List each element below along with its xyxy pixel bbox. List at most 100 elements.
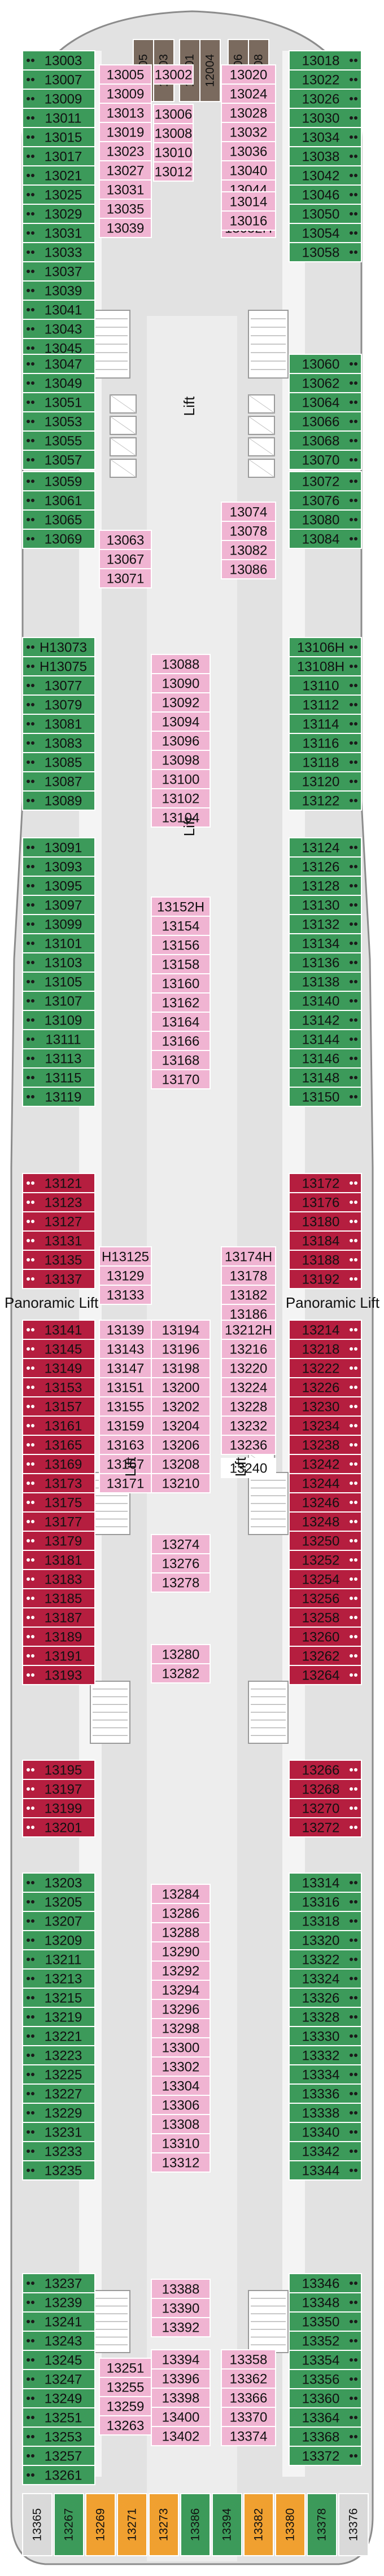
cabin-13165: 13165 — [22, 1435, 95, 1455]
cabin-13334: 13334 — [289, 2064, 362, 2085]
bed-icon — [31, 1018, 34, 1022]
svg-text:13018: 13018 — [302, 54, 340, 69]
svg-text:13271: 13271 — [126, 2508, 139, 2541]
cabin-13215: 13215 — [22, 1988, 95, 2008]
bed-icon — [350, 2092, 353, 2095]
cabin-13199: 13199 — [22, 1798, 95, 1818]
bed-icon — [27, 480, 30, 483]
bed-icon — [27, 1806, 30, 1810]
svg-text:13053: 13053 — [45, 415, 82, 430]
svg-text:13152H: 13152H — [157, 900, 204, 915]
bed-icon — [27, 1977, 30, 1980]
cabin-13087: 13087 — [22, 771, 95, 792]
bed-icon — [27, 1919, 30, 1923]
bed-icon — [354, 458, 357, 461]
cabin-13110: 13110 — [289, 675, 362, 696]
bed-icon — [350, 2320, 353, 2323]
svg-text:13294: 13294 — [162, 1983, 200, 1998]
cabin-13026: 13026 — [289, 89, 362, 109]
bed-icon — [350, 1996, 353, 1999]
bed-icon — [31, 1095, 34, 1098]
bed-icon — [31, 97, 34, 100]
cabin-13108H: 13108H — [289, 656, 362, 676]
svg-text:13011: 13011 — [45, 111, 82, 126]
bed-icon — [350, 78, 353, 81]
svg-text:13094: 13094 — [162, 715, 200, 730]
svg-text:13199: 13199 — [45, 1801, 82, 1817]
bed-icon — [354, 741, 357, 745]
bed-icon — [354, 1328, 357, 1331]
bed-icon — [354, 1787, 357, 1791]
svg-text:13059: 13059 — [45, 474, 82, 490]
bed-icon — [354, 2282, 357, 2285]
svg-text:13040: 13040 — [230, 164, 268, 179]
bed-icon — [27, 865, 30, 868]
bed-icon — [350, 193, 353, 196]
bed-icon — [31, 155, 34, 158]
bed-icon — [350, 1806, 353, 1810]
bed-icon — [354, 999, 357, 1003]
svg-text:13166: 13166 — [162, 1034, 200, 1049]
svg-text:13071: 13071 — [107, 572, 145, 587]
bed-icon — [31, 1462, 34, 1466]
bed-icon — [31, 1220, 34, 1223]
cabin-13362: 13362 — [221, 2368, 276, 2389]
bed-icon — [27, 2130, 30, 2134]
lift-label-amidships-left: Lift — [122, 1457, 139, 1476]
svg-text:13216: 13216 — [230, 1342, 268, 1357]
cabin-13300: 13300 — [151, 2037, 211, 2058]
cabin-13178: 13178 — [221, 1265, 276, 1286]
cabin-13120: 13120 — [289, 771, 362, 792]
svg-text:13200: 13200 — [162, 1381, 200, 1396]
bed-icon — [31, 1597, 34, 1600]
bed-icon — [31, 2320, 34, 2323]
bed-icon — [354, 2301, 357, 2304]
bed-icon — [354, 135, 357, 139]
bed-icon — [350, 645, 353, 649]
cabin-13007: 13007 — [22, 69, 95, 90]
svg-text:13108H: 13108H — [297, 660, 344, 675]
cabin-13188: 13188 — [289, 1250, 362, 1270]
cabin-13221: 13221 — [22, 2026, 95, 2046]
svg-text:13035: 13035 — [107, 202, 145, 217]
column-left_outer-block-3: H13073H130751307713079130811308313085130… — [22, 637, 95, 811]
bed-icon — [354, 78, 357, 81]
cabin-13008: 13008 — [153, 123, 194, 143]
bed-icon — [31, 865, 34, 868]
svg-text:13065: 13065 — [45, 513, 82, 528]
cabin-13166: 13166 — [151, 1031, 211, 1051]
svg-text:13398: 13398 — [162, 2391, 200, 2406]
cabin-13112: 13112 — [289, 694, 362, 715]
svg-text:13103: 13103 — [45, 956, 82, 971]
svg-text:13223: 13223 — [45, 2049, 82, 2064]
cabin-13033: 13033 — [22, 242, 95, 262]
bed-icon — [31, 1424, 34, 1427]
svg-text:13137: 13137 — [45, 1272, 82, 1287]
bed-icon — [27, 799, 30, 802]
bed-icon — [27, 346, 30, 350]
bed-icon — [27, 174, 30, 177]
cabin-13103: 13103 — [22, 952, 95, 973]
cabin-13132: 13132 — [289, 914, 362, 934]
svg-text:13320: 13320 — [302, 1933, 340, 1949]
bed-icon — [31, 381, 34, 385]
svg-text:13176: 13176 — [302, 1195, 340, 1211]
svg-text:13221: 13221 — [45, 2029, 82, 2045]
bed-icon — [31, 346, 34, 350]
bed-icon — [354, 1057, 357, 1060]
bed-icon — [354, 645, 357, 649]
bed-icon — [354, 980, 357, 983]
bed-icon — [31, 1482, 34, 1485]
cabin-13185: 13185 — [22, 1588, 95, 1608]
bed-icon — [31, 1057, 34, 1060]
cabin-13006: 13006 — [153, 104, 194, 124]
svg-text:13025: 13025 — [45, 188, 82, 203]
cabin-13250: 13250 — [289, 1531, 362, 1551]
cabin-13262: 13262 — [289, 1646, 362, 1666]
cabin-13128: 13128 — [289, 876, 362, 896]
cabin-13276: 13276 — [151, 1553, 211, 1573]
svg-text:13310: 13310 — [162, 2137, 200, 2152]
cabin-13191: 13191 — [22, 1646, 95, 1666]
cabin-13122: 13122 — [289, 790, 362, 811]
bed-icon — [31, 1787, 34, 1791]
